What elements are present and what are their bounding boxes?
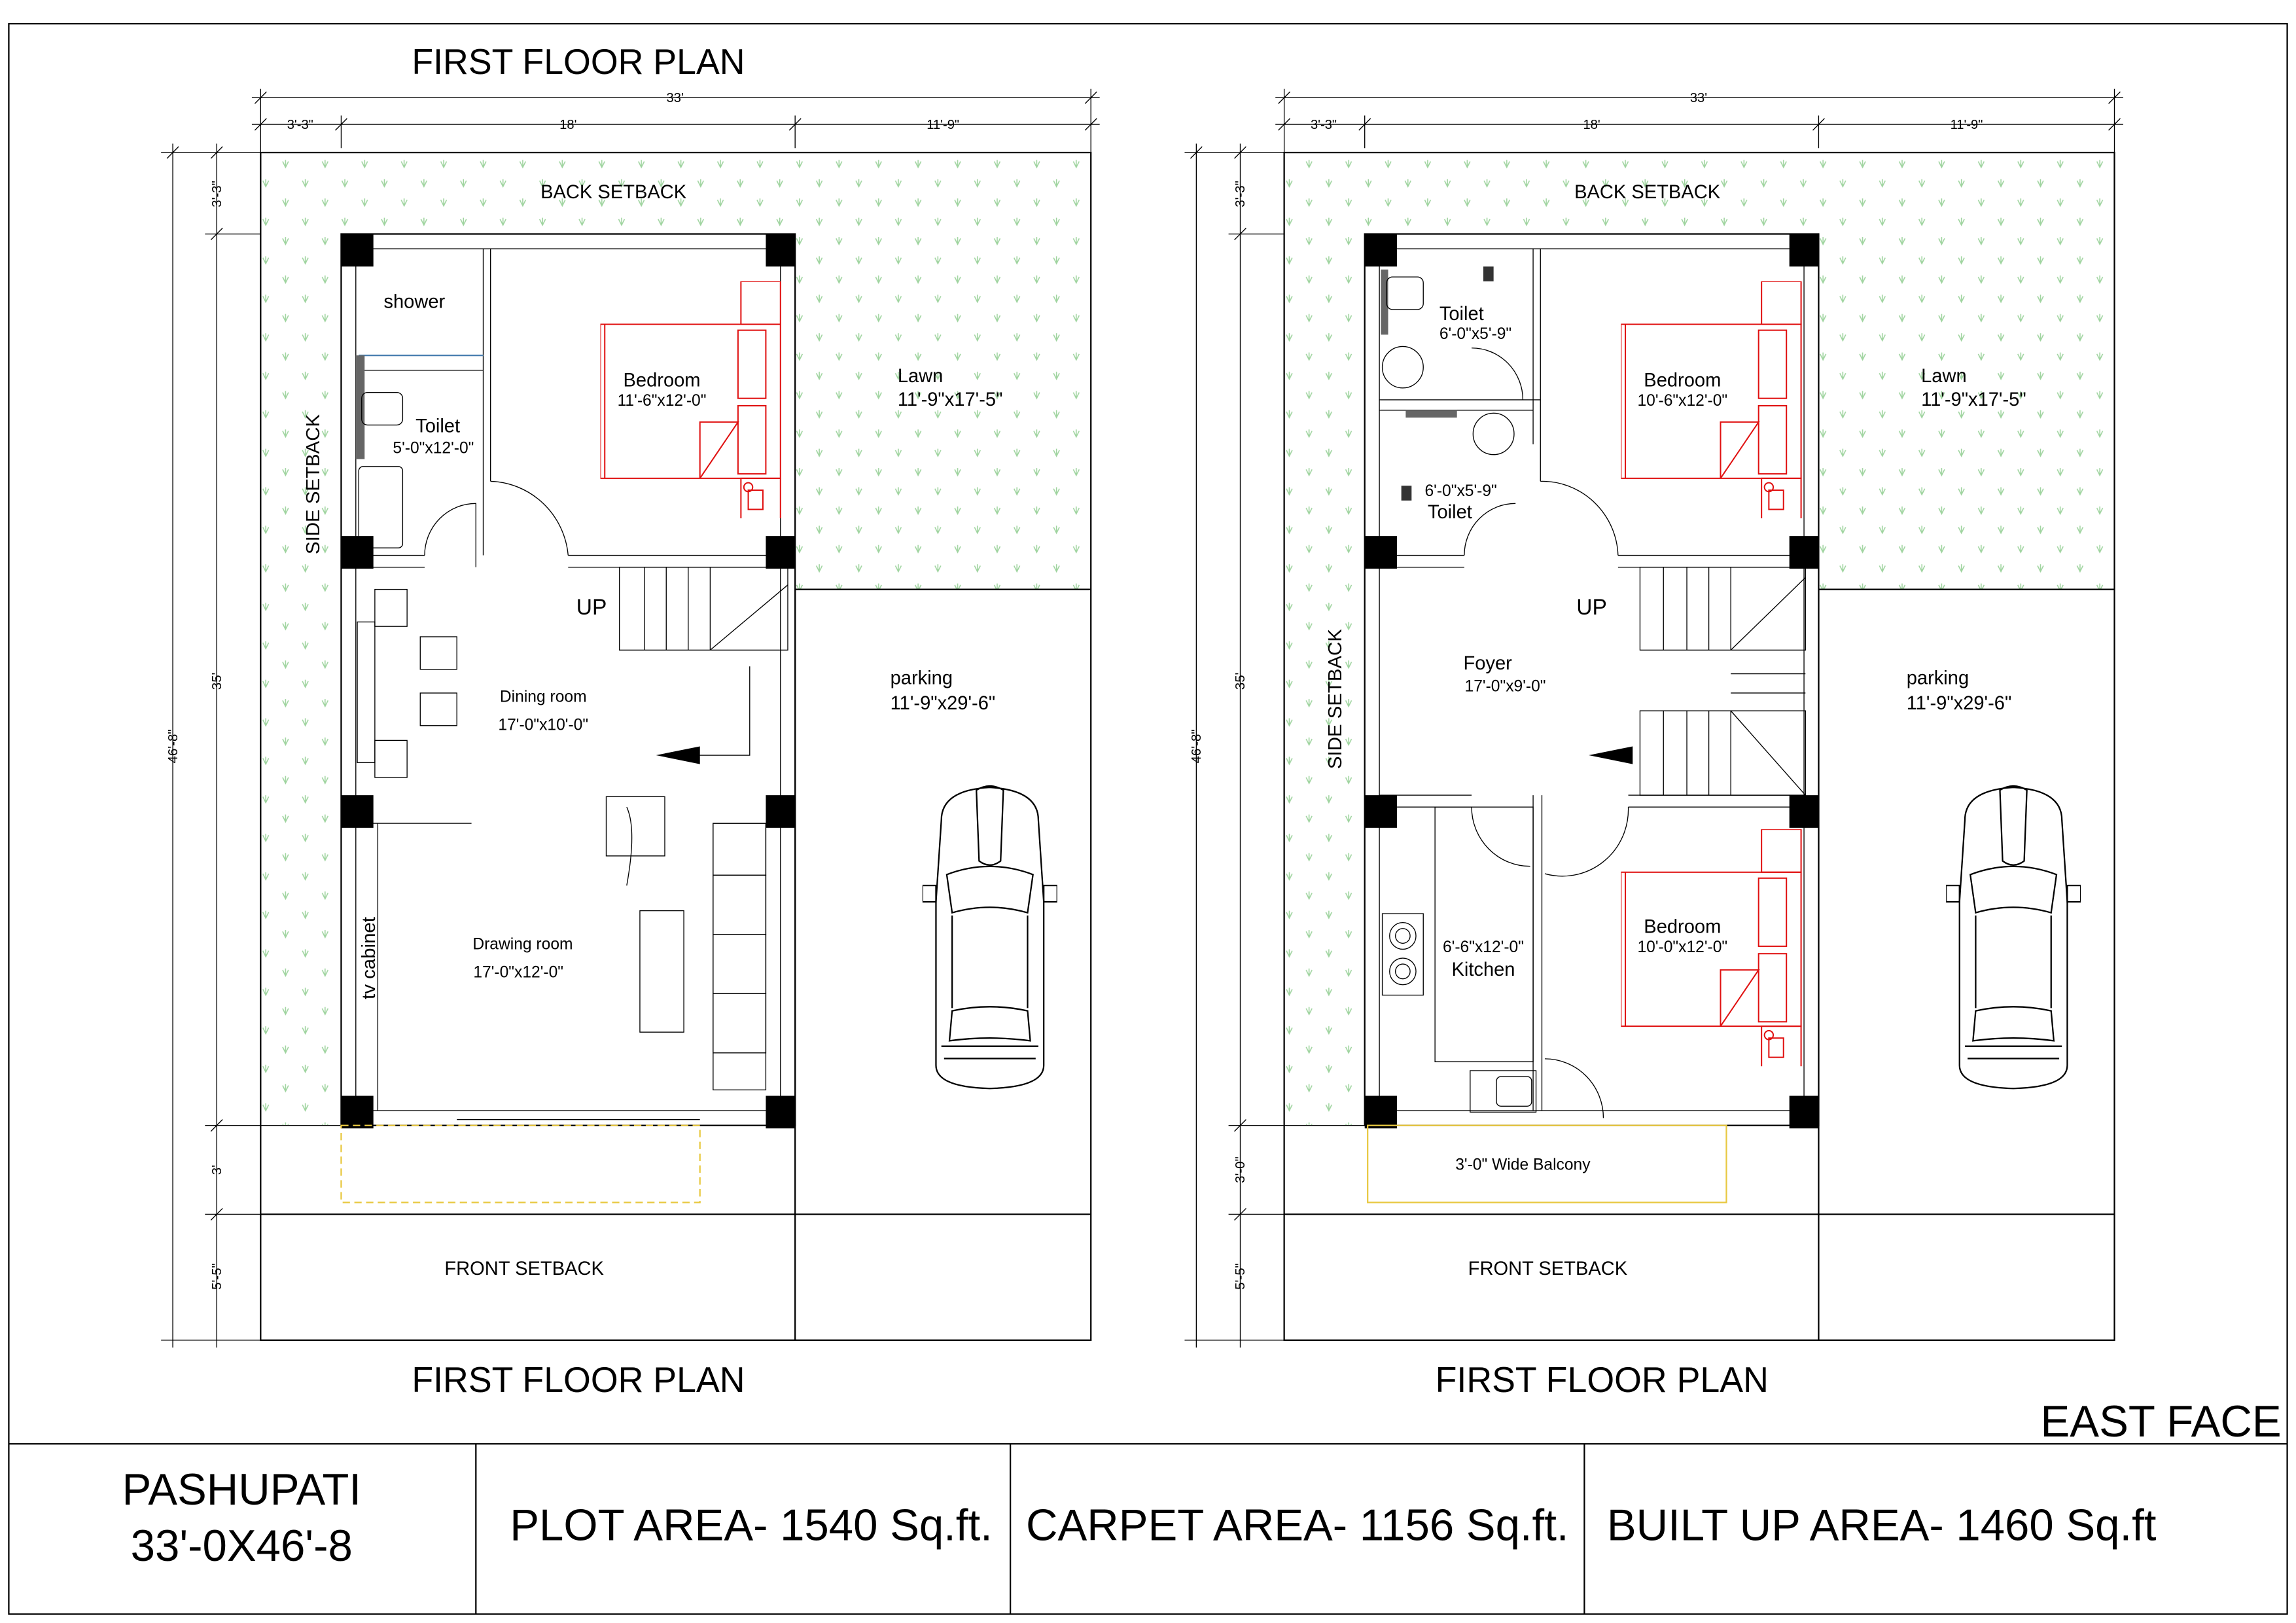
staircase (618, 566, 788, 756)
parking-label: parking (891, 668, 953, 688)
left-floor-plan: FIRST FLOOR PLAN FIRST FLOOR PLAN 33' 3'… (161, 43, 1099, 1400)
orientation-label: EAST FACE (2041, 1397, 2282, 1446)
bedroom2-size-label: 10'-0"x12'-0" (1637, 938, 1727, 956)
building-label: 18' (1583, 118, 1600, 132)
stair-arrow-icon (1589, 746, 1633, 764)
building-depth-label: 35' (210, 673, 224, 690)
side-setback-label: SIDE SETBACK (1325, 628, 1346, 769)
right-floor-plan: FIRST FLOOR PLAN 33' 3'-3" 18' 11'-9" 46… (1184, 89, 2123, 1400)
built-up-area: BUILT UP AREA- 1460 Sq.ft (1607, 1501, 2157, 1550)
bedroom2-label: Bedroom (1644, 916, 1721, 937)
lawn-label: 11'-9" (927, 118, 959, 132)
bedroom1-size-label: 10'-6"x12'-0" (1637, 392, 1727, 410)
lawn-label: 11'-9" (1951, 118, 1983, 132)
toilet-label: Toilet (415, 416, 460, 437)
lawn-size-label: 11'-9"x17'-5" (898, 389, 1003, 410)
front-strip-label: 3'-0" (1233, 1156, 1248, 1183)
staircase (1639, 566, 1806, 796)
back-label: 3'-3" (210, 181, 224, 207)
dining-set (374, 588, 457, 778)
building-depth-label: 35' (1233, 673, 1248, 690)
lawn-size-label: 11'-9"x17'-5" (1921, 389, 2026, 410)
back-setback-label: BACK SETBACK (540, 182, 687, 203)
parking-size-label: 11'-9"x29'-6" (891, 693, 996, 714)
sofa (605, 796, 767, 1091)
toilet2-label: Toilet (1428, 502, 1472, 523)
dimensions: 33' 3'-3" 18' 11'-9" 46'-8" 3'-3" 35' 3'… (166, 91, 959, 1290)
stair-arrow-icon (656, 746, 700, 764)
dimensions: 33' 3'-3" 18' 11'-9" 46'-8" 3'-3" 35' 3'… (1190, 91, 1983, 1290)
drawing-label: Drawing room (472, 935, 573, 953)
drawing-size-label: 17'-0"x12'-0" (473, 963, 563, 981)
front-setback-label: FRONT SETBACK (444, 1258, 604, 1279)
parking-label: parking (1907, 668, 1969, 688)
plan-title-bottom: FIRST FLOOR PLAN (1436, 1361, 1769, 1400)
carpet-area: CARPET AREA- 1156 Sq.ft. (1026, 1501, 1568, 1550)
front-label: 5'-5" (1233, 1263, 1248, 1290)
lawn-label: Lawn (1921, 366, 1967, 387)
plot-size: 33'-0X46'-8 (131, 1522, 353, 1571)
sheet-border (8, 23, 2288, 1615)
plan-title-bottom: FIRST FLOOR PLAN (412, 1361, 745, 1400)
plot-area: PLOT AREA- 1540 Sq.ft. (510, 1501, 993, 1550)
front-strip-label: 3' (210, 1165, 224, 1175)
plan-title-top: FIRST FLOOR PLAN (412, 43, 745, 82)
project-name: PASHUPATI (122, 1465, 361, 1514)
kitchen-size-label: 6'-6"x12'-0" (1443, 938, 1524, 956)
foyer-size-label: 17'-0"x9'-0" (1465, 678, 1546, 696)
toilet2-size-label: 6'-0"x5'-9" (1424, 482, 1496, 500)
total-width-label: 33' (667, 91, 684, 105)
side-label: 3'-3" (287, 118, 313, 132)
back-label: 3'-3" (1233, 181, 1248, 207)
toilet1-size-label: 6'-0"x5'-9" (1439, 325, 1511, 343)
toilet1-label: Toilet (1439, 304, 1484, 325)
up-label: UP (576, 595, 607, 620)
tv-cabinet-label: tv cabinet (359, 917, 380, 999)
shower-label: shower (383, 292, 445, 313)
bedroom-label: Bedroom (624, 370, 701, 391)
parking-size-label: 11'-9"x29'-6" (1907, 693, 2012, 714)
up-label: UP (1576, 595, 1607, 620)
bedroom-size-label: 11'-6"x12'-0" (618, 392, 707, 410)
total-width-label: 33' (1690, 91, 1707, 105)
building-label: 18' (559, 118, 576, 132)
bedroom1-label: Bedroom (1644, 370, 1721, 391)
dining-label: Dining room (500, 688, 587, 705)
total-depth-label: 46'-8" (1190, 729, 1204, 763)
front-label: 5'-5" (210, 1263, 224, 1290)
foyer-label: Foyer (1464, 653, 1513, 674)
front-setback-label: FRONT SETBACK (1468, 1258, 1628, 1279)
toilet-size-label: 5'-0"x12'-0" (393, 439, 474, 457)
total-depth-label: 46'-8" (166, 729, 181, 763)
kitchen-fixtures (1381, 913, 1537, 1113)
dining-size-label: 17'-0"x10'-0" (498, 716, 588, 734)
side-setback-label: SIDE SETBACK (303, 414, 324, 554)
balcony-label: 3'-0" Wide Balcony (1455, 1156, 1591, 1173)
side-label: 3'-3" (1311, 118, 1337, 132)
lawn-label: Lawn (898, 366, 944, 387)
back-setback-label: BACK SETBACK (1574, 182, 1721, 203)
kitchen-label: Kitchen (1451, 959, 1515, 980)
